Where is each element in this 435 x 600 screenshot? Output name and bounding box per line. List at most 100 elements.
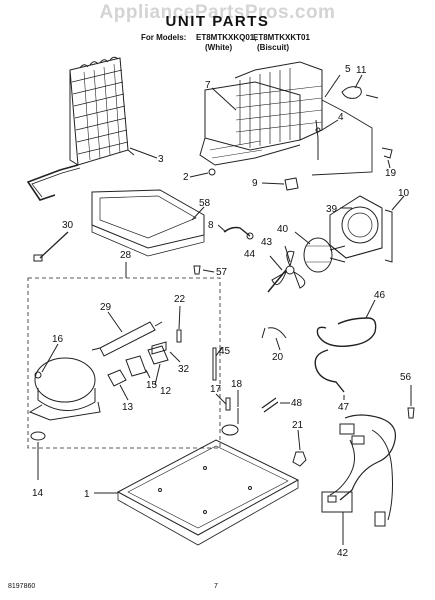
callout-15: 15 bbox=[146, 380, 158, 391]
leader-44 bbox=[269, 255, 283, 271]
leader-13 bbox=[119, 384, 129, 401]
callout-56: 56 bbox=[400, 372, 412, 383]
callout-40: 40 bbox=[277, 224, 289, 235]
leader-57 bbox=[202, 269, 215, 273]
leader-17 bbox=[215, 393, 227, 405]
wire-part-30 bbox=[39, 231, 69, 259]
callout-57: 57 bbox=[216, 267, 228, 278]
callout-30: 30 bbox=[62, 220, 74, 231]
foot-part-17 bbox=[221, 424, 239, 436]
callout-44: 44 bbox=[244, 249, 256, 260]
callout-3: 3 bbox=[158, 154, 164, 165]
callout-19: 19 bbox=[385, 168, 397, 179]
grommet-part-14 bbox=[30, 431, 46, 441]
callout-2: 2 bbox=[183, 172, 189, 183]
callout-10: 10 bbox=[398, 188, 410, 199]
callout-17: 17 bbox=[210, 384, 222, 395]
clip-part-19 bbox=[381, 147, 393, 159]
callout-43: 43 bbox=[261, 237, 273, 248]
bracket-part-10 bbox=[384, 209, 393, 263]
model-color-biscuit: (Biscuit) bbox=[257, 43, 289, 52]
tube-part-47 bbox=[314, 349, 345, 393]
callout-8: 8 bbox=[208, 220, 214, 231]
callout-32: 32 bbox=[178, 364, 190, 375]
model-number-white: ET8MTKXKQ01, bbox=[196, 33, 257, 42]
callout-58: 58 bbox=[199, 198, 211, 209]
leader-29 bbox=[107, 311, 123, 333]
page-number: 7 bbox=[214, 583, 218, 590]
base-pan bbox=[116, 439, 300, 546]
diagram-title: UNIT PARTS bbox=[165, 13, 270, 30]
screw-part-22 bbox=[176, 329, 182, 343]
callout-16: 16 bbox=[52, 334, 64, 345]
callout-5: 5 bbox=[345, 64, 351, 75]
wire-connector bbox=[33, 254, 43, 262]
tube-part-45 bbox=[212, 347, 217, 381]
document-number: 8197860 bbox=[8, 583, 36, 590]
callout-48: 48 bbox=[291, 398, 303, 409]
leader-46 bbox=[365, 299, 376, 319]
leader-45 bbox=[215, 346, 223, 357]
condenser-coil bbox=[26, 56, 135, 201]
leader-58 bbox=[191, 206, 205, 221]
callout-4: 4 bbox=[338, 112, 344, 123]
overload-part-13 bbox=[107, 369, 127, 387]
cover-part-32 bbox=[151, 341, 167, 355]
fan-motor bbox=[303, 237, 346, 273]
leader-40 bbox=[294, 231, 311, 245]
leader-15 bbox=[145, 369, 151, 379]
callout-46: 46 bbox=[374, 290, 386, 301]
screw-part-57 bbox=[193, 265, 201, 275]
bracket-part-9 bbox=[284, 177, 299, 191]
leader-9 bbox=[261, 182, 285, 185]
wiring-harness bbox=[321, 414, 397, 527]
tube-part-48 bbox=[261, 397, 279, 413]
callout-11: 11 bbox=[356, 65, 367, 76]
model-number-biscuit: ET8MTKXKT01 bbox=[253, 33, 310, 42]
leader-22 bbox=[178, 305, 181, 330]
leader-7 bbox=[211, 87, 237, 111]
nut-part-21 bbox=[292, 451, 307, 467]
callout-28: 28 bbox=[120, 250, 132, 261]
leader-32 bbox=[169, 351, 181, 363]
part-17-post bbox=[225, 397, 231, 411]
drain-pan bbox=[91, 189, 205, 257]
leader-2 bbox=[189, 172, 209, 178]
leader-8 bbox=[217, 224, 227, 233]
callout-7: 7 bbox=[205, 80, 211, 91]
leader-19 bbox=[387, 159, 391, 169]
callout-9: 9 bbox=[252, 178, 258, 189]
leader-12 bbox=[154, 363, 161, 386]
filter-drier bbox=[99, 321, 156, 357]
callout-47: 47 bbox=[338, 402, 350, 413]
fan-shroud bbox=[329, 195, 383, 259]
watermark: AppliancePartsPros.com bbox=[99, 2, 336, 23]
tube-part-20 bbox=[261, 327, 287, 339]
compressor-kit-outline bbox=[27, 277, 221, 449]
callout-13: 13 bbox=[122, 402, 134, 413]
hose-part-8 bbox=[223, 226, 251, 237]
leader-5 bbox=[324, 74, 341, 98]
evaporator-assembly bbox=[199, 61, 373, 176]
tube-part-46 bbox=[316, 317, 377, 347]
relay-part-15 bbox=[125, 355, 147, 377]
leader-20 bbox=[275, 337, 281, 351]
screw-part-56 bbox=[407, 407, 415, 419]
callout-29: 29 bbox=[100, 302, 112, 313]
callout-14: 14 bbox=[32, 488, 44, 499]
callout-1: 1 bbox=[84, 489, 90, 500]
model-color-white: (White) bbox=[205, 43, 233, 52]
callout-22: 22 bbox=[174, 294, 186, 305]
leader-10 bbox=[391, 195, 405, 211]
leader-21 bbox=[297, 429, 301, 451]
callout-45: 45 bbox=[219, 346, 231, 357]
compressor bbox=[28, 357, 101, 421]
capillary-tube bbox=[315, 119, 319, 160]
relay-part-12 bbox=[147, 345, 169, 365]
callout-21: 21 bbox=[292, 420, 304, 431]
leader-4 bbox=[321, 119, 339, 131]
leader-11 bbox=[354, 74, 363, 89]
fan-blade bbox=[267, 250, 306, 293]
cap-part-11 bbox=[341, 86, 362, 99]
